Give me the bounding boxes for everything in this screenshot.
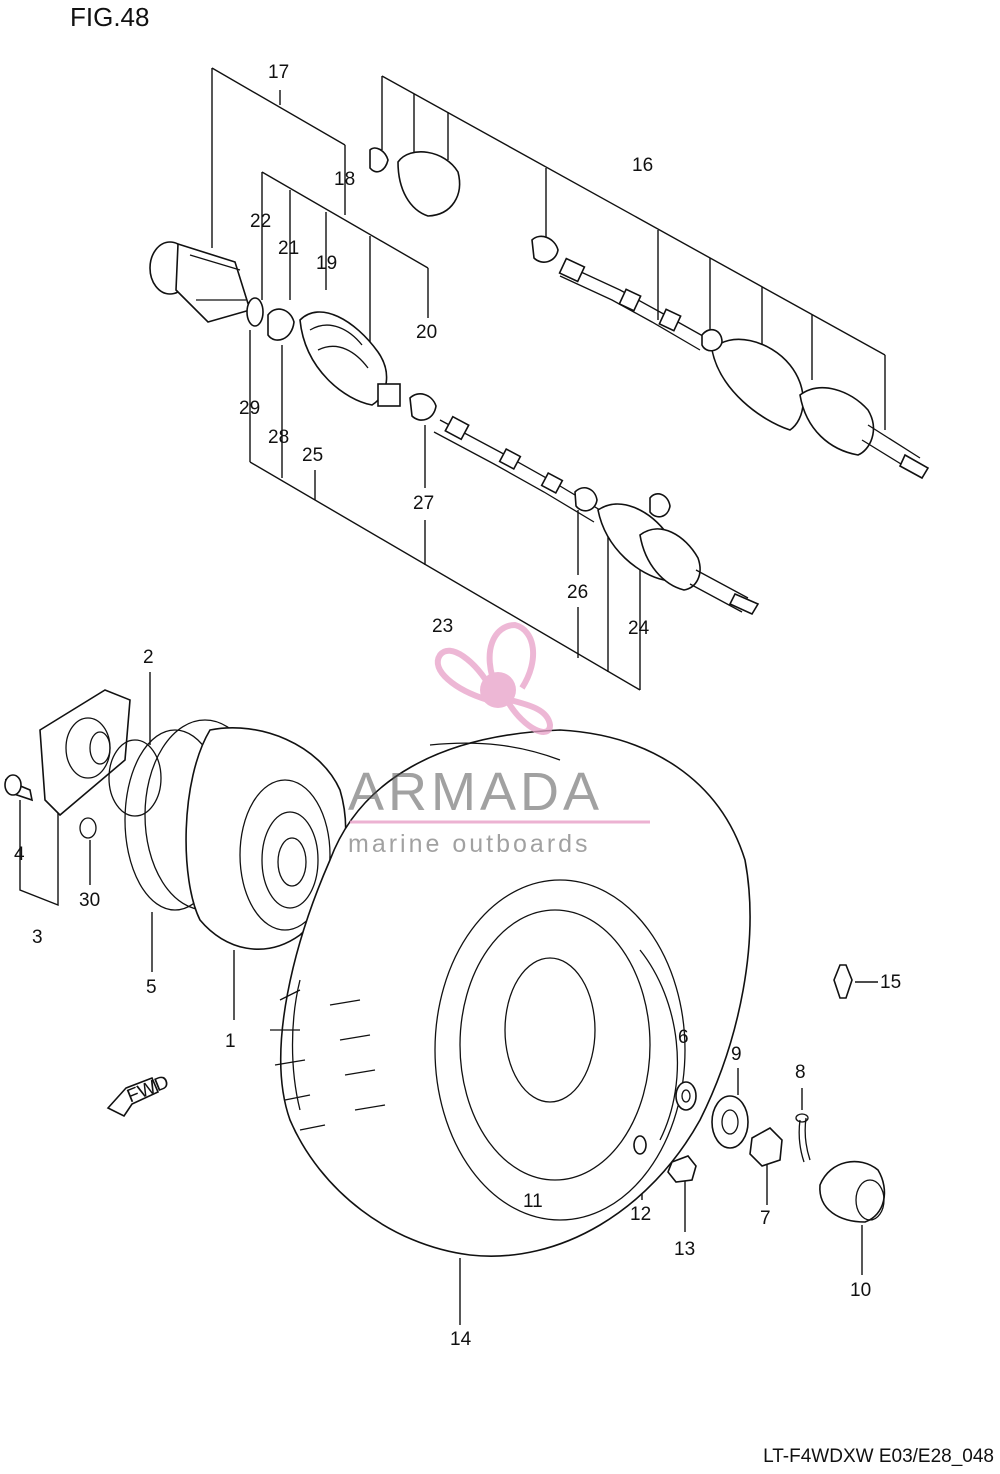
callout-30: 30	[79, 890, 100, 911]
watermark-tagline: marine outboards	[348, 830, 591, 858]
propeller-icon	[434, 621, 554, 735]
fwd-label: FWD	[124, 1072, 172, 1108]
leader-lines	[19, 67, 886, 1325]
callout-1: 1	[225, 1031, 236, 1052]
callout-16: 16	[632, 155, 653, 176]
hub-brake-assembly	[4, 689, 347, 950]
figure-code: LT-F4WDXW E03/E28_048	[763, 1446, 994, 1467]
callout-7: 7	[760, 1208, 771, 1229]
callout-19: 19	[316, 253, 337, 274]
callout-15: 15	[880, 972, 901, 993]
callout-25: 25	[302, 445, 323, 466]
callout-11: 11	[523, 1191, 543, 1212]
drive-shaft-upper	[531, 235, 930, 480]
callout-17: 17	[268, 62, 289, 83]
callout-29: 29	[239, 398, 260, 419]
callout-12: 12	[630, 1204, 651, 1225]
cv-joint-inner	[149, 147, 461, 421]
callout-28: 28	[268, 427, 289, 448]
hardware-parts	[633, 964, 886, 1223]
callout-3: 3	[32, 927, 43, 948]
callout-numbers: 1 2 3 4 5 6 7 8 9 10 11 12 13 14 15 16 1…	[14, 62, 901, 1350]
callout-18: 18	[334, 169, 355, 190]
callout-26: 26	[567, 582, 588, 603]
callout-8: 8	[795, 1062, 806, 1083]
callout-13: 13	[674, 1239, 695, 1260]
callout-2: 2	[143, 647, 154, 668]
callout-14: 14	[450, 1329, 472, 1350]
callout-20: 20	[416, 322, 437, 343]
drive-shaft-lower	[433, 415, 760, 616]
callout-24: 24	[628, 618, 650, 639]
callout-5: 5	[146, 977, 157, 998]
callout-27: 27	[413, 493, 434, 514]
callout-4: 4	[14, 844, 25, 865]
watermark-name: ARMADA	[348, 762, 603, 822]
wheel-tire	[270, 729, 751, 1257]
callout-10: 10	[850, 1280, 871, 1301]
callout-21: 21	[278, 238, 299, 259]
forward-direction-arrow: FWD	[106, 1072, 172, 1118]
callout-22: 22	[250, 211, 271, 232]
callout-6: 6	[678, 1027, 689, 1048]
callout-9: 9	[731, 1044, 742, 1065]
figure-title: FIG.48	[70, 2, 150, 32]
watermark-logo: ARMADA marine outboards	[348, 621, 650, 858]
callout-23: 23	[432, 616, 453, 637]
